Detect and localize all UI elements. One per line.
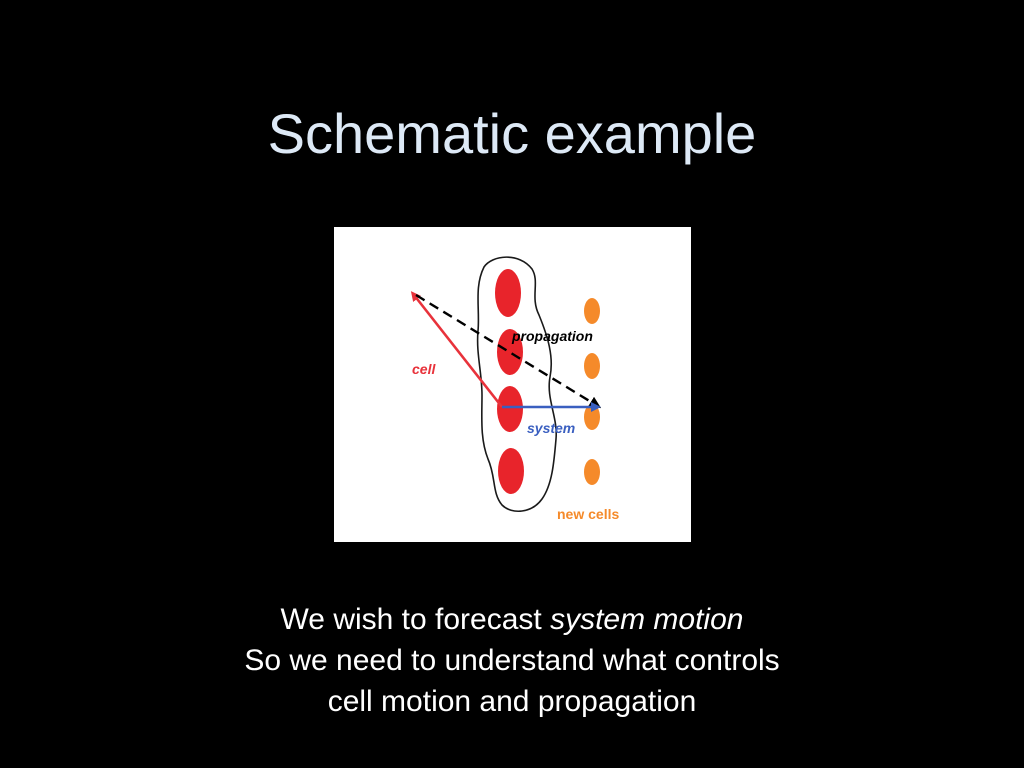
caption-emphasis: system motion [550, 603, 744, 636]
existing-cell [497, 329, 523, 375]
new-cells-label: new cells [557, 506, 619, 522]
new-cell [584, 353, 600, 379]
existing-cell [495, 269, 521, 317]
system-outline [476, 256, 557, 512]
new-cell [584, 459, 600, 485]
slide-caption: We wish to forecast system motion So we … [0, 599, 1024, 722]
caption-line-2: So we need to understand what controls [244, 644, 780, 677]
propagation-label: propagation [511, 328, 593, 344]
cell-label: cell [412, 361, 436, 377]
propagation-arrow [415, 293, 602, 409]
caption-line-1: We wish to forecast system motion [0, 599, 1024, 640]
schematic-figure: cell propagation system new cells [334, 227, 691, 542]
existing-cell [497, 386, 523, 432]
new-cell [584, 298, 600, 324]
caption-line-3: cell motion and propagation [327, 685, 697, 718]
caption-line-1-prefix: We wish to forecast [280, 603, 551, 636]
system-label: system [527, 420, 575, 436]
schematic-diagram: cell propagation system new cells [410, 256, 619, 522]
cell-motion-arrow [410, 291, 504, 408]
existing-cell [498, 448, 524, 494]
slide-title: Schematic example [267, 102, 757, 165]
